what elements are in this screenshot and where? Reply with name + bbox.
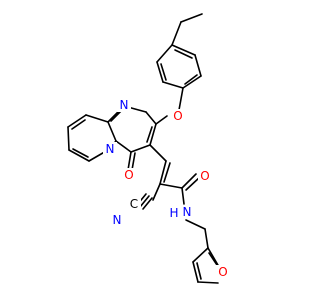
atom-o-amide: O [200, 169, 209, 183]
atom-n-ring-imine: N [120, 98, 129, 112]
molecule-drawing: N O N O O C N N H O [67, 13, 230, 284]
atom-c-nitrile: C [130, 197, 138, 211]
bond-layer [67, 13, 223, 284]
atom-o-furan: O [218, 265, 227, 279]
molecule-structure: N O N O O C N N H O [67, 13, 230, 284]
atom-n-nitrile: N [113, 213, 122, 227]
atom-o-ether: O [173, 109, 182, 123]
atom-n-ring-bridge: N [106, 142, 115, 156]
atom-n-amide-h: H [169, 206, 178, 220]
atom-o-carbonyl-ring: O [124, 168, 133, 182]
atom-label-layer: N O N O O C N N H O [103, 98, 230, 279]
atom-n-amide: N [183, 205, 192, 219]
